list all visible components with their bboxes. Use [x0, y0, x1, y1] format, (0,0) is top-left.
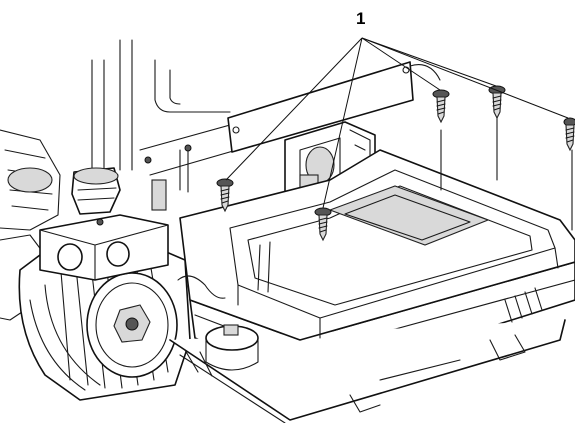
screw-icon — [314, 207, 332, 242]
screw-icon — [216, 178, 234, 213]
terminal-block — [184, 324, 259, 377]
pipe-connection — [71, 39, 133, 215]
callout-label: 1 — [356, 9, 365, 28]
pump-assembly — [18, 214, 191, 401]
screw-icon — [563, 117, 575, 152]
callout-leaders — [225, 37, 569, 209]
pipe-fittings-left — [0, 129, 61, 321]
screw-icon — [432, 89, 450, 124]
control-box — [169, 114, 575, 423]
